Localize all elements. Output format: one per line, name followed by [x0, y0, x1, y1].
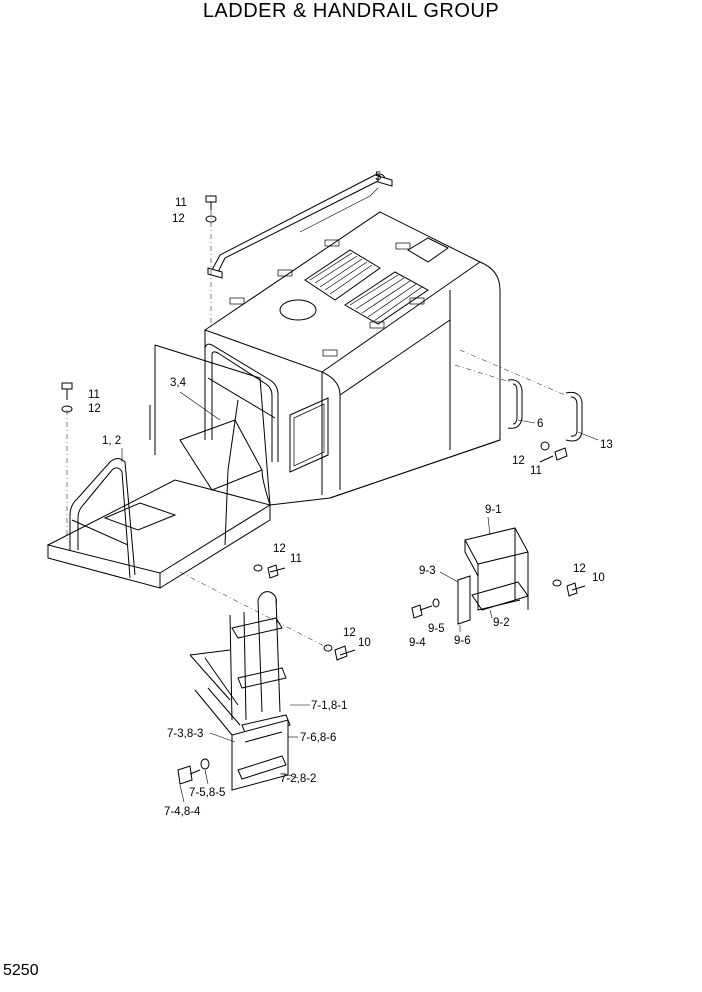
callout-11-top: 11 [175, 197, 187, 209]
callout-12-step: 12 [573, 563, 586, 575]
page-number: 5250 [3, 962, 39, 979]
callout-6: 6 [537, 418, 543, 430]
callout-11-mid: 11 [290, 553, 302, 565]
callout-labels: 5 11 12 3,4 11 12 1, 2 6 13 12 11 9-1 9-… [88, 171, 613, 818]
callout-11-right: 11 [530, 465, 542, 477]
grille-right [344, 271, 429, 325]
side-handrail-13 [565, 391, 583, 442]
diagram-title: LADDER & HANDRAIL GROUP [202, 0, 500, 22]
callout-7-3-8-3: 7-3,8-3 [167, 728, 203, 740]
callout-10-step: 10 [592, 572, 605, 584]
callout-12-right: 12 [512, 455, 525, 467]
callout-7-4-8-4: 7-4,8-4 [164, 806, 201, 818]
callout-7-2-8-2: 7-2,8-2 [280, 773, 316, 785]
top-handrail [207, 173, 393, 279]
callout-7-6-8-6: 7-6,8-6 [300, 732, 336, 744]
machine-housing [149, 211, 501, 506]
grille-left [304, 249, 381, 301]
callout-12-top: 12 [172, 213, 185, 225]
callout-10-ladder: 10 [358, 637, 371, 649]
front-platform [46, 419, 272, 589]
callout-7-1-8-1: 7-1,8-1 [311, 700, 347, 712]
rear-handrail [204, 343, 279, 546]
leader-lines [66, 187, 599, 803]
callout-1-2: 1, 2 [102, 435, 121, 447]
callout-9-4: 9-4 [409, 637, 426, 649]
callout-11-left: 11 [88, 389, 100, 401]
callout-12-ladder: 12 [343, 627, 356, 639]
ladder-assembly [189, 591, 291, 791]
hinges [229, 239, 425, 357]
callout-3-4: 3,4 [170, 377, 187, 389]
side-handrail-6 [507, 379, 523, 429]
callout-9-1: 9-1 [485, 504, 502, 516]
callout-12-mid: 12 [273, 543, 286, 555]
callout-9-3: 9-3 [419, 565, 436, 577]
callout-13: 13 [600, 439, 613, 451]
callout-9-6: 9-6 [454, 635, 471, 647]
callout-7-5-8-5: 7-5,8-5 [189, 787, 225, 799]
callout-12-left: 12 [88, 403, 101, 415]
callout-9-2: 9-2 [493, 617, 510, 629]
front-handrail [69, 458, 136, 579]
fasteners [61, 195, 586, 785]
callout-9-5: 9-5 [428, 623, 445, 635]
step-assembly [457, 527, 529, 625]
callout-5: 5 [375, 171, 381, 183]
